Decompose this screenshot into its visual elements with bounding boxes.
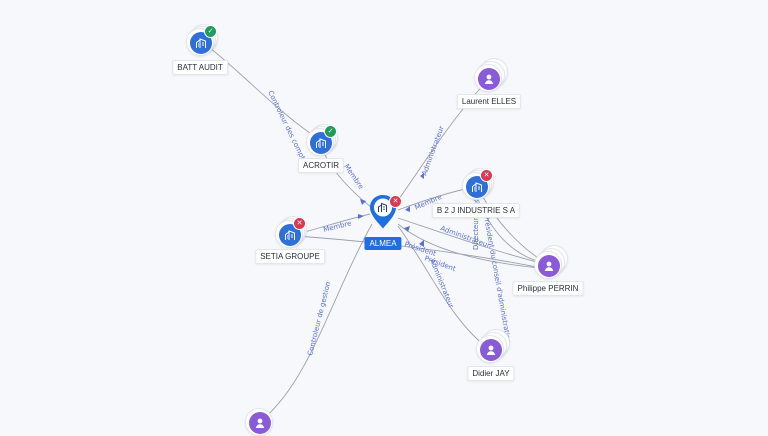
person-icon — [249, 412, 271, 434]
building-icon — [466, 176, 488, 198]
edge-arrow — [404, 226, 410, 232]
node-label-b2j-industrie: B 2 J INDUSTRIE S A — [431, 203, 521, 218]
edge-jay-center — [397, 225, 491, 351]
edge-label-setia-center: Membre — [323, 219, 353, 234]
node-label-acrotir: ACROTIR — [298, 158, 344, 173]
node-philippe-perrin[interactable] — [534, 245, 568, 279]
node-laurent-elles[interactable] — [474, 58, 508, 92]
node-didier-jay[interactable] — [476, 329, 510, 363]
check-icon: ✓ — [324, 125, 337, 138]
map-pin-icon — [370, 195, 396, 229]
edge-arrow — [405, 206, 410, 212]
edge-arrow — [358, 214, 364, 219]
node-label-batt-audit: BATT AUDIT — [172, 60, 228, 75]
check-icon: ✓ — [204, 25, 217, 38]
cross-icon: ✕ — [293, 217, 306, 230]
edge-label-perrin-b2j-2: Directeur général — [472, 189, 480, 250]
building-icon — [310, 132, 332, 154]
cross-icon: ✕ — [480, 169, 493, 182]
building-icon — [190, 32, 212, 54]
edge-bottom-center — [261, 223, 373, 421]
center-label-almea: ALMEA — [364, 237, 402, 250]
edge-label-center-extra: Président — [403, 240, 437, 258]
edge-arrow — [419, 240, 424, 247]
edge-arrow — [420, 173, 424, 179]
node-label-didier-jay: Didier JAY — [467, 366, 515, 381]
edge-label-perrin-center-a: Administrateur — [439, 224, 491, 249]
node-b2j-industrie[interactable]: ✕ — [462, 168, 494, 200]
edge-label-perrin-b2j: Président du conseil d'administration — [482, 215, 512, 344]
edge-setia-perrin — [295, 235, 543, 269]
person-icon — [480, 339, 502, 361]
center-node-almea[interactable]: ✕ — [368, 194, 402, 232]
node-label-laurent-elles: Laurent ELLES — [456, 94, 522, 109]
person-icon — [538, 255, 560, 277]
edge-label-acrotir-center: Membre — [342, 163, 365, 191]
person-icon — [478, 68, 500, 90]
node-label-setia-groupe: SETIA GROUPE — [255, 249, 325, 264]
node-batt-audit[interactable]: ✓ — [186, 24, 218, 56]
node-setia-groupe[interactable]: ✕ — [275, 216, 307, 248]
node-acrotir[interactable]: ✓ — [306, 124, 338, 156]
node-label-philippe-perrin: Philippe PERRIN — [512, 281, 584, 296]
cross-icon: ✕ — [389, 195, 402, 208]
edge-label-bottom-center: Controleur de gestion — [306, 281, 332, 357]
edge-perrin-center-a — [397, 217, 549, 266]
edge-arrow — [360, 199, 366, 205]
edge-batt-acrotir — [209, 47, 321, 141]
building-icon — [279, 224, 301, 246]
edge-label-laurent-center: Administrateur — [420, 125, 445, 177]
